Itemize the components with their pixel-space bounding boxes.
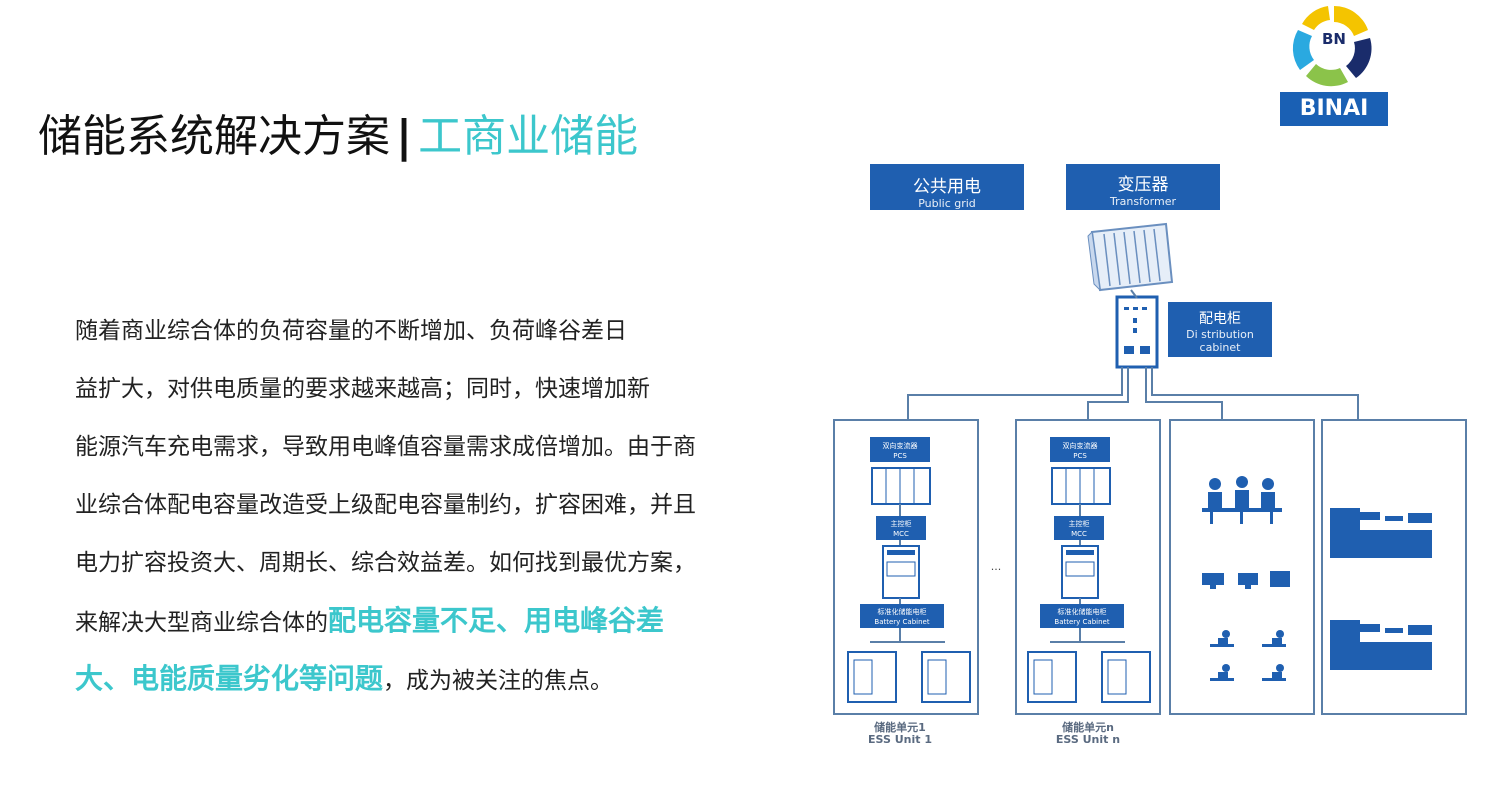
paragraph-line: 来解决大型商业综合体的配电容量不足、用电峰谷差 <box>75 598 775 656</box>
title-accent: 工商业储能 <box>418 111 639 162</box>
battery-en: Battery Cabinet <box>874 618 929 626</box>
distribution-box: 配电柜 Di stribution cabinet <box>1168 302 1272 357</box>
brand-logo: BN BINAI <box>1280 0 1388 128</box>
unitn-en: ESS Unit n <box>1055 733 1121 746</box>
distribution-en1: Di stribution <box>1186 328 1254 341</box>
mcc-en: MCC <box>1071 530 1087 538</box>
ess-unit-n: 双向变流器 PCS 主控柜 MCC 标准化储能电柜 Battery Cabine… <box>1027 437 1151 703</box>
logo-name: BINAI <box>1280 92 1388 126</box>
public-grid-en: Public grid <box>918 197 976 210</box>
title-main: 储能系统解决方案 <box>38 111 390 162</box>
mcc-cn: 主控柜 <box>1069 519 1090 528</box>
distribution-cabinet-icon <box>1115 295 1159 369</box>
page-title: 储能系统解决方案|工商业储能 <box>38 100 638 164</box>
distribution-en2: cabinet <box>1199 341 1241 354</box>
pcs-en: PCS <box>1073 452 1087 460</box>
paragraph-line: 大、电能质量劣化等问题，成为被关注的焦点。 <box>75 656 775 714</box>
highlight-text: 大、电能质量劣化等问题 <box>75 662 384 695</box>
paragraph-line: 能源汽车充电需求，导致用电峰值容量需求成倍增加。由于商 <box>75 434 696 460</box>
logo-ring-icon <box>1292 5 1372 87</box>
transformer-icon <box>1087 222 1174 292</box>
battery-cn: 标准化储能电柜 <box>878 607 927 616</box>
pcs-cn: 双向变流器 <box>1063 441 1098 450</box>
unit-panels <box>833 419 1467 715</box>
unit1-label: 储能单元1 ESS Unit 1 <box>850 722 950 746</box>
transformer-box: 变压器 Transformer <box>1066 164 1220 210</box>
unitn-label: 储能单元n ESS Unit n <box>1038 722 1138 746</box>
line6-prefix: 来解决大型商业综合体的 <box>75 610 328 636</box>
unit1-en: ESS Unit 1 <box>868 733 932 746</box>
logo-mark: BN <box>1322 30 1346 48</box>
ess-unit-1: 双向变流器 PCS 主控柜 MCC 标准化储能电柜 Battery Cabine… <box>847 437 971 703</box>
paragraph-line: 电力扩容投资大、周期长、综合效益差。如何找到最优方案， <box>75 550 696 576</box>
battery-en: Battery Cabinet <box>1054 618 1109 626</box>
transformer-cn: 变压器 <box>1117 175 1169 195</box>
line7-suffix: ，成为被关注的焦点。 <box>383 668 614 694</box>
machine-tool-icons <box>1330 508 1432 670</box>
title-separator: | <box>396 111 413 162</box>
unitn-cn: 储能单元n <box>1062 721 1114 734</box>
public-grid-box: 公共用电 Public grid <box>870 164 1024 210</box>
pcs-en: PCS <box>893 452 907 460</box>
paragraph-line: 业综合体配电容量改造受上级配电容量制约，扩容困难，并且 <box>75 492 696 518</box>
connection-lines <box>907 289 1359 420</box>
description-paragraph: 随着商业综合体的负荷容量的不断增加、负荷峰谷差日 益扩大，对供电质量的要求越来越… <box>75 308 775 714</box>
battery-cn: 标准化储能电柜 <box>1058 607 1107 616</box>
mcc-cn: 主控柜 <box>891 519 912 528</box>
paragraph-line: 益扩大，对供电质量的要求越来越高；同时，快速增加新 <box>75 376 650 402</box>
distribution-cn: 配电柜 <box>1199 311 1241 327</box>
public-grid-cn: 公共用电 <box>913 177 981 197</box>
pcs-cn: 双向变流器 <box>883 441 918 450</box>
office-icons <box>1202 476 1290 681</box>
ellipsis: ... <box>991 560 1002 573</box>
paragraph-line: 随着商业综合体的负荷容量的不断增加、负荷峰谷差日 <box>75 318 627 344</box>
highlight-text: 配电容量不足、用电峰谷差 <box>328 604 665 637</box>
unit1-cn: 储能单元1 <box>874 721 926 734</box>
transformer-en: Transformer <box>1109 195 1176 208</box>
mcc-en: MCC <box>893 530 909 538</box>
